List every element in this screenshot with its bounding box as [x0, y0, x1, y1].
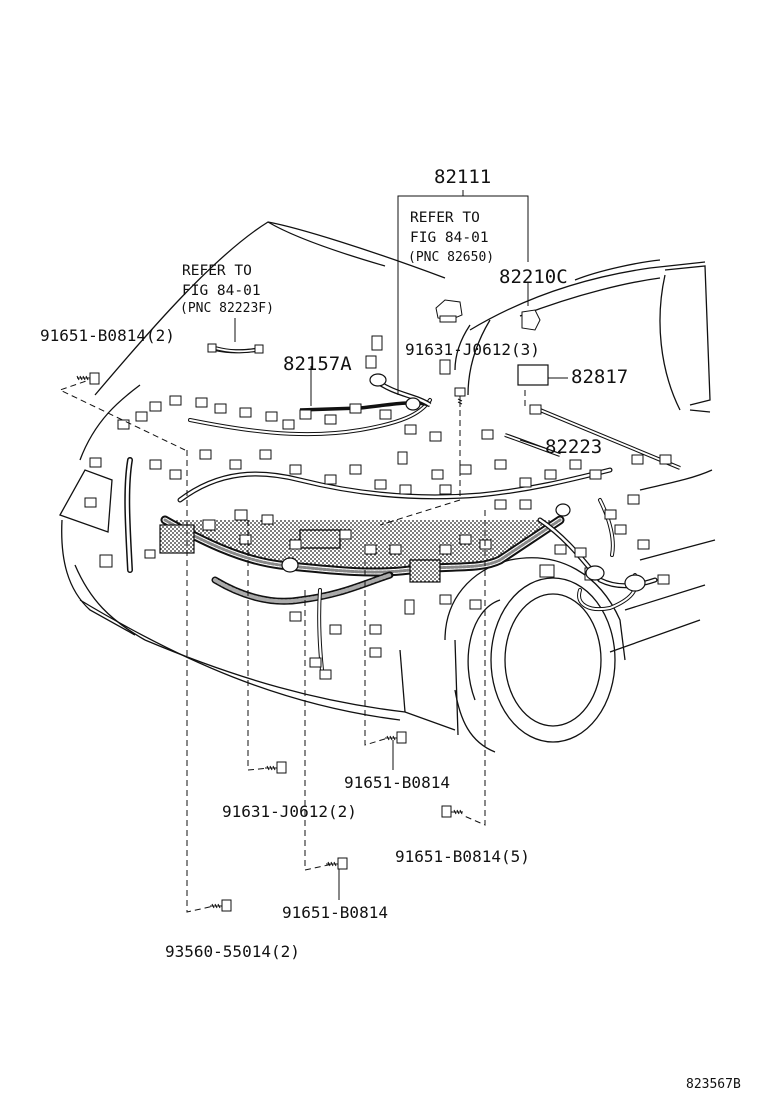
bolt-icon	[454, 387, 466, 407]
reference-line-3: (PNC 82223F)	[180, 301, 274, 316]
bolt-icon	[76, 372, 100, 385]
part-label-82157a: 82157A	[283, 353, 352, 375]
part-label-91651-b0814-2: 91651-B0814(2)	[40, 326, 175, 345]
bolt-icon	[265, 761, 287, 774]
harness-trunks	[124, 346, 681, 672]
grommets	[281, 373, 646, 592]
reference-line-1: REFER TO	[410, 210, 480, 226]
diagram-id: 823567B	[686, 1077, 741, 1092]
part-label-82210c: 82210C	[499, 266, 568, 288]
part-label-91651-b0814: 91651-B0814	[282, 903, 388, 922]
part-label-82111: 82111	[434, 166, 492, 188]
reference-line-1: REFER TO	[182, 263, 252, 279]
label-plate-82817	[517, 364, 549, 386]
part-label-93560-55014-2: 93560-55014(2)	[165, 942, 300, 961]
bolt-icon	[441, 805, 463, 818]
bolt-icon	[210, 899, 232, 912]
part-label-91651-b0814-5: 91651-B0814(5)	[395, 847, 530, 866]
bolt-icons	[76, 372, 466, 912]
bolt-icon	[385, 731, 407, 744]
part-label-82817: 82817	[571, 366, 629, 388]
part-82210c	[521, 309, 541, 331]
part-label-91631-j0612-2: 91631-J0612(2)	[222, 802, 357, 821]
part-label-91631-j0612-3: 91631-J0612(3)	[405, 340, 540, 359]
reference-line-3: (PNC 82650)	[408, 250, 495, 265]
reference-line-2: FIG 84-01	[410, 230, 489, 246]
leader-lines	[234, 190, 568, 900]
dashed-location-lines	[58, 377, 526, 913]
connector-blocks	[84, 335, 672, 680]
reference-part-82650	[435, 299, 463, 323]
part-label-82223: 82223	[545, 436, 603, 458]
reference-line-2: FIG 84-01	[182, 283, 261, 299]
reference-harness-82223f	[207, 343, 264, 354]
vehicle-body-outline	[59, 221, 716, 753]
part-label-91651-b0814: 91651-B0814	[344, 773, 450, 792]
bolt-icon	[326, 857, 348, 870]
